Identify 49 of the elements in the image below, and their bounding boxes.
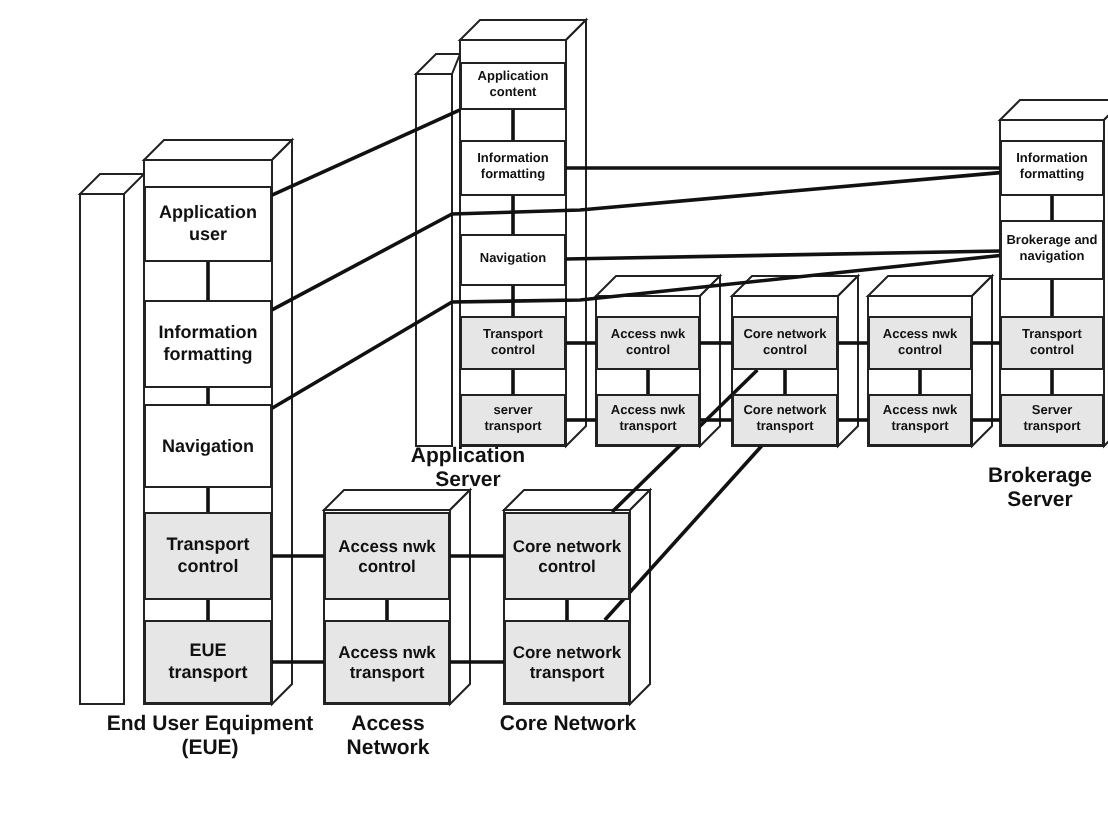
connector-line	[838, 418, 868, 422]
layer-box: Application user	[144, 186, 272, 262]
connector-line	[565, 249, 1001, 261]
connector-line	[700, 341, 732, 345]
layer-box: Navigation	[144, 404, 272, 488]
connector-line	[450, 554, 504, 558]
connector-line	[271, 170, 1001, 312]
connector-line	[972, 341, 1000, 345]
layer-box: Core network transport	[504, 620, 630, 704]
layer-box: Core network control	[504, 512, 630, 600]
connector-line	[272, 660, 324, 664]
connector-line	[838, 341, 868, 345]
connector-line	[271, 108, 461, 197]
group-label: End User Equipment (EUE)	[104, 712, 316, 761]
connector-line	[450, 660, 504, 664]
layer-box: EUE transport	[144, 620, 272, 704]
group-label: Access Network	[344, 712, 432, 761]
connector-line	[511, 196, 515, 234]
group-label: Core Network	[497, 712, 639, 737]
connector-line	[603, 444, 763, 622]
layer-box: Transport control	[144, 512, 272, 600]
connector-line	[565, 600, 569, 620]
connector-line	[566, 418, 596, 422]
connector-line	[511, 110, 515, 140]
connector-line	[918, 370, 922, 394]
connector-line	[610, 368, 759, 514]
connector-line	[972, 418, 1000, 422]
connector-line	[700, 418, 732, 422]
connector-line	[206, 262, 210, 300]
connector-line	[566, 166, 1000, 170]
layer-box: Information formatting	[144, 300, 272, 388]
connector-line	[646, 370, 650, 394]
connector-line	[783, 370, 787, 394]
group-label: Application Server	[408, 444, 528, 493]
layer-box: Access nwk control	[324, 512, 450, 600]
layer-box: Access nwk transport	[324, 620, 450, 704]
connector-line	[566, 341, 596, 345]
connector-line	[206, 388, 210, 404]
connector-line	[1050, 370, 1054, 394]
connector-line	[206, 600, 210, 620]
connector-line	[1050, 196, 1054, 220]
connector-line	[511, 370, 515, 394]
connector-line	[272, 554, 324, 558]
connector-line	[1050, 280, 1054, 316]
connector-line	[385, 600, 389, 620]
group-label: Brokerage Server	[986, 464, 1094, 513]
connector-line	[271, 253, 1001, 410]
connector-line	[511, 286, 515, 316]
connector-line	[206, 488, 210, 512]
